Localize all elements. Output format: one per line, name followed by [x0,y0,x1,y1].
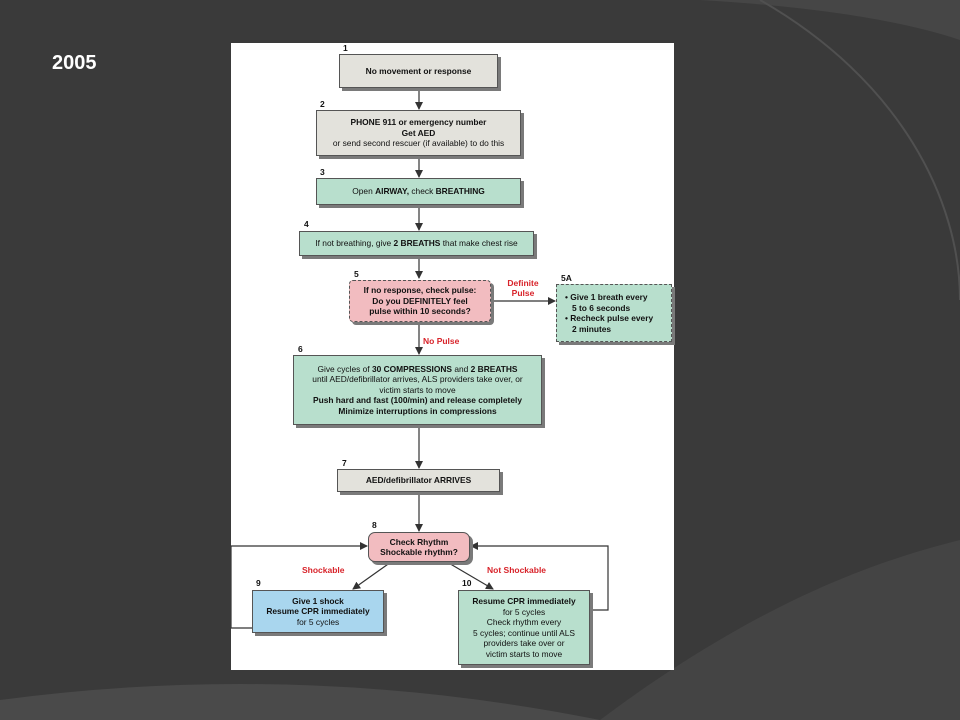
arrow-8-10 [446,561,494,590]
step-9-line3: for 5 cycles [296,616,340,627]
cpr-flowchart: 1 No movement or response 2 PHONE 911 or… [231,43,674,670]
step-6-line2: until AED/defibrillator arrives, ALS pro… [312,374,523,385]
step-7-text: AED/defibrillator ARRIVES [365,475,472,486]
step-4-pre: If not breathing, give [315,238,394,249]
step-5-number: 5 [354,269,359,279]
step-3-mid: check [409,186,436,197]
definite-pulse-line1: Definite [507,278,539,288]
step-9-line2: Resume CPR immediately [266,606,370,617]
step-6-box: Give cycles of 30 COMPRESSIONS and 2 BRE… [293,355,542,425]
step-2-line1: PHONE 911 or emergency number [350,117,487,128]
step-10-line3: Check rhythm every [486,617,562,627]
step-4-box: If not breathing, give 2 BREATHS that ma… [299,231,534,256]
step-3-box: Open AIRWAY, check BREATHING [316,178,521,205]
step-2-line2: Get AED [401,127,436,138]
step-6-breaths: 2 BREATHS [470,363,518,374]
step-5a-line4: 2 minutes [572,323,612,334]
step-1-text: No movement or response [365,65,472,76]
not-shockable-label: Not Shockable [487,565,547,575]
step-5-box: If no response, check pulse: Do you DEFI… [349,280,491,322]
flowchart-connectors [231,88,609,629]
definite-pulse-label: Definite Pulse [499,278,547,298]
step-7-box: AED/defibrillator ARRIVES [337,469,500,492]
step-6-line1: Give cycles of 30 COMPRESSIONS and 2 BRE… [317,364,517,375]
step-3-number: 3 [320,167,325,177]
step-2-box: PHONE 911 or emergency number Get AED or… [316,110,521,156]
arrow-9-loop [231,542,368,629]
step-5a-line3: • Recheck pulse every [565,313,654,323]
step-1-number: 1 [343,43,348,53]
step-10-number: 10 [462,578,472,588]
step-8-line1: Check Rhythm [389,536,449,547]
step-5-line2: Do you DEFINITELY feel [372,295,468,306]
no-pulse-label: No Pulse [423,336,460,346]
step-3-breathing: BREATHING [435,186,485,197]
step-6-pre: Give cycles of [317,363,372,374]
arrow-8-9 [352,561,392,590]
step-5a-line2: 5 to 6 seconds [572,302,631,313]
step-4-text: If not breathing, give 2 BREATHS that ma… [315,238,517,249]
step-4-breaths: 2 BREATHS [393,238,441,249]
step-5a-line1: • Give 1 breath every [565,292,648,302]
step-9-box: Give 1 shock Resume CPR immediately for … [252,590,384,633]
step-6-mid: and [452,363,471,374]
step-3-text: Open AIRWAY, check BREATHING [352,186,485,197]
step-10-line6: victim starts to move [485,648,563,659]
step-2-line3: or send second rescuer (if available) to… [332,138,505,149]
step-10-line5: providers take over or [483,638,565,648]
step-3-pre: Open [352,186,376,197]
step-4-post: that make chest rise [440,238,518,249]
step-8-number: 8 [372,520,377,530]
step-6-compressions: 30 COMPRESSIONS [371,363,453,374]
step-6-line5: Minimize interruptions in compressions [338,405,497,416]
step-5a-number: 5A [561,273,572,283]
step-6-line4: Push hard and fast (100/min) and release… [313,395,522,406]
step-8-box: Check Rhythm Shockable rhythm? [368,532,470,562]
step-5-line1: If no response, check pulse: [363,285,477,296]
shockable-label: Shockable [302,565,345,575]
step-10-line4: 5 cycles; continue until ALS [473,627,575,638]
step-9-number: 9 [256,578,261,588]
step-3-airway: AIRWAY, [375,186,410,197]
arrow-10-loop [470,542,609,611]
year-title: 2005 [52,52,97,74]
step-7-number: 7 [342,458,347,468]
step-5-line3: pulse within 10 seconds? [369,306,471,317]
step-6-line3: victim starts to move [379,384,456,395]
step-6-number: 6 [298,344,303,354]
step-10-box: Resume CPR immediately for 5 cycles Chec… [458,590,590,665]
step-9-line1: Give 1 shock [292,595,344,606]
step-2-number: 2 [320,99,325,109]
step-5a-box: • Give 1 breath every 5 to 6 seconds • R… [556,284,672,342]
step-10-line2: for 5 cycles [502,606,546,617]
step-8-line2: Shockable rhythm? [380,547,458,557]
step-1-box: No movement or response [339,54,498,88]
step-4-number: 4 [304,219,309,229]
step-10-line1: Resume CPR immediately [472,596,576,606]
definite-pulse-line2: Pulse [511,288,535,298]
